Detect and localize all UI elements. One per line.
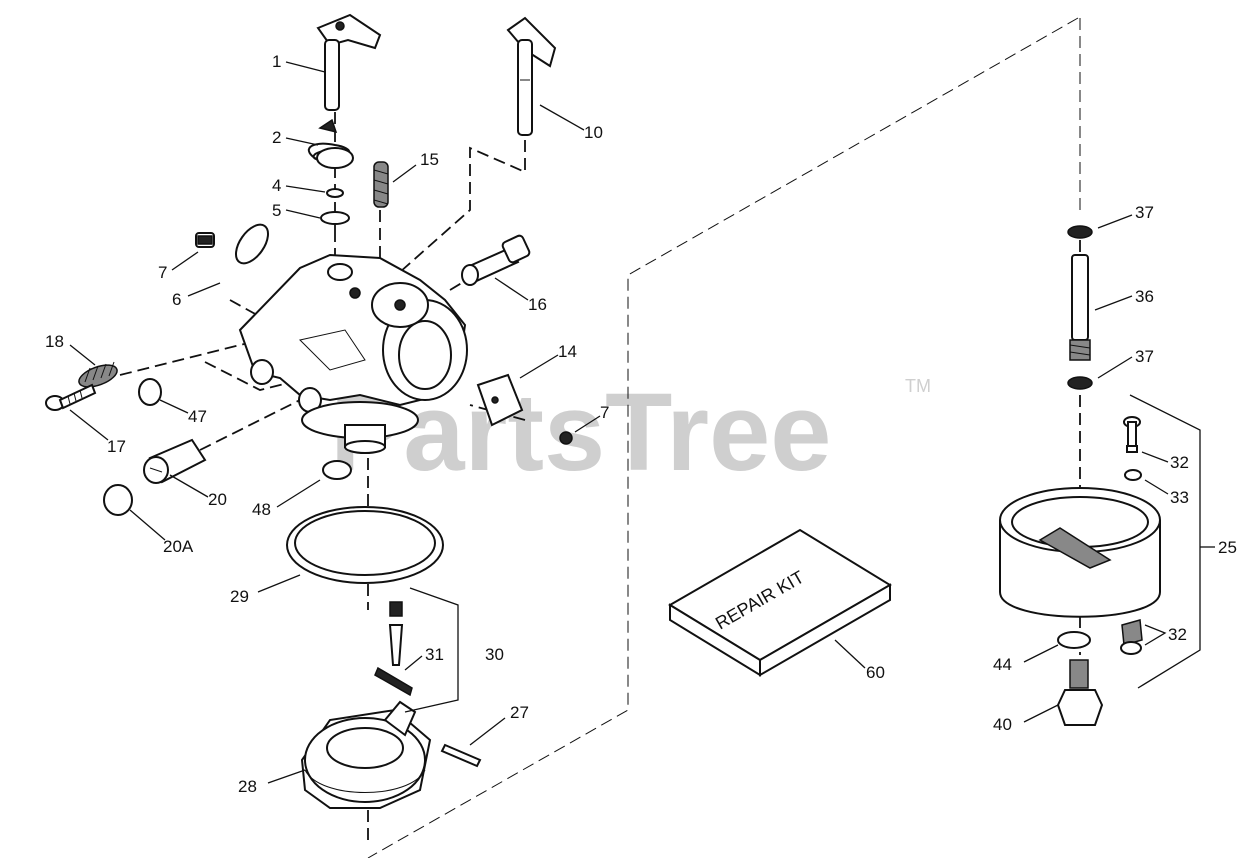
leader-lines: [69, 61, 1215, 784]
part-screw-7: [195, 232, 215, 248]
callout-7-lower: 7: [600, 403, 609, 422]
parts: REPAIR KIT: [45, 13, 1201, 809]
callout-37-top: 37: [1135, 203, 1154, 222]
callout-14: 14: [558, 342, 577, 361]
part-float-bowl-25: [999, 487, 1161, 618]
part-bowl-gasket-29: [286, 506, 444, 584]
callout-60: 60: [866, 663, 885, 682]
assembly-boundary-lines: [367, 17, 1081, 858]
group-brackets: [404, 394, 1201, 713]
callout-20: 20: [208, 490, 227, 509]
callout-32-bottom: 32: [1168, 625, 1187, 644]
callout-40: 40: [993, 715, 1012, 734]
part-mixture-screw-17: [45, 383, 97, 411]
part-washer-37-bottom: [1067, 376, 1093, 390]
callout-32-top: 32: [1170, 453, 1189, 472]
callout-20A: 20A: [163, 537, 194, 556]
part-bowl-nut-40: [1056, 659, 1104, 726]
callout-30: 30: [485, 645, 504, 664]
part-throttle-shaft: [316, 13, 382, 111]
callout-27: 27: [510, 703, 529, 722]
callout-28: 28: [238, 777, 257, 796]
part-repair-kit-60: REPAIR KIT: [668, 528, 892, 677]
callout-15: 15: [420, 150, 439, 169]
part-washer-44: [1057, 631, 1091, 649]
part-gasket-48: [322, 460, 352, 480]
part-washer-33: [1124, 469, 1142, 481]
part-screw-7-lower: [559, 431, 573, 445]
watermark-tm: TM: [905, 376, 931, 396]
part-spring-2: [307, 118, 354, 169]
part-seal-5: [320, 211, 350, 225]
callout-31: 31: [425, 645, 444, 664]
part-screw-32-top: [1123, 416, 1141, 453]
part-needle-spring-15: [373, 161, 389, 208]
callout-17: 17: [107, 437, 126, 456]
part-choke-plate-6: [235, 223, 269, 265]
callout-4: 4: [272, 176, 281, 195]
callout-10: 10: [584, 123, 603, 142]
callout-16: 16: [528, 295, 547, 314]
part-inlet-needle-31: [374, 601, 413, 697]
callout-labels: 1 2 4 5 7 6 15 10 16 18 17 47 14 7 20 20…: [45, 52, 1237, 796]
callout-37-bottom: 37: [1135, 347, 1154, 366]
callout-48: 48: [252, 500, 271, 519]
part-cap-20A: [103, 484, 133, 516]
part-float-28: [300, 700, 432, 809]
callout-1: 1: [272, 52, 281, 71]
part-welch-plug-47: [138, 378, 162, 406]
callout-6: 6: [172, 290, 181, 309]
part-spring-32-bottom: [1120, 619, 1143, 655]
part-idle-screw-16: [461, 234, 531, 286]
callout-25: 25: [1218, 538, 1237, 557]
callout-18: 18: [45, 332, 64, 351]
part-shaft-20: [143, 438, 207, 484]
part-cover-plate-14: [476, 373, 524, 427]
part-washer-37-top: [1067, 225, 1093, 239]
callout-44: 44: [993, 655, 1012, 674]
part-carburetor-body: [238, 253, 468, 454]
part-bowl-nut-stem-36: [1069, 254, 1091, 361]
callout-2: 2: [272, 128, 281, 147]
part-washer-4: [326, 188, 344, 198]
part-float-pin-27: [440, 743, 482, 768]
callout-36: 36: [1135, 287, 1154, 306]
callout-29: 29: [230, 587, 249, 606]
callout-5: 5: [272, 201, 281, 220]
part-choke-shaft: [506, 16, 557, 136]
callout-7-top: 7: [158, 263, 167, 282]
callout-33: 33: [1170, 488, 1189, 507]
part-mixture-spring-18: [78, 361, 118, 388]
callout-47: 47: [188, 407, 207, 426]
